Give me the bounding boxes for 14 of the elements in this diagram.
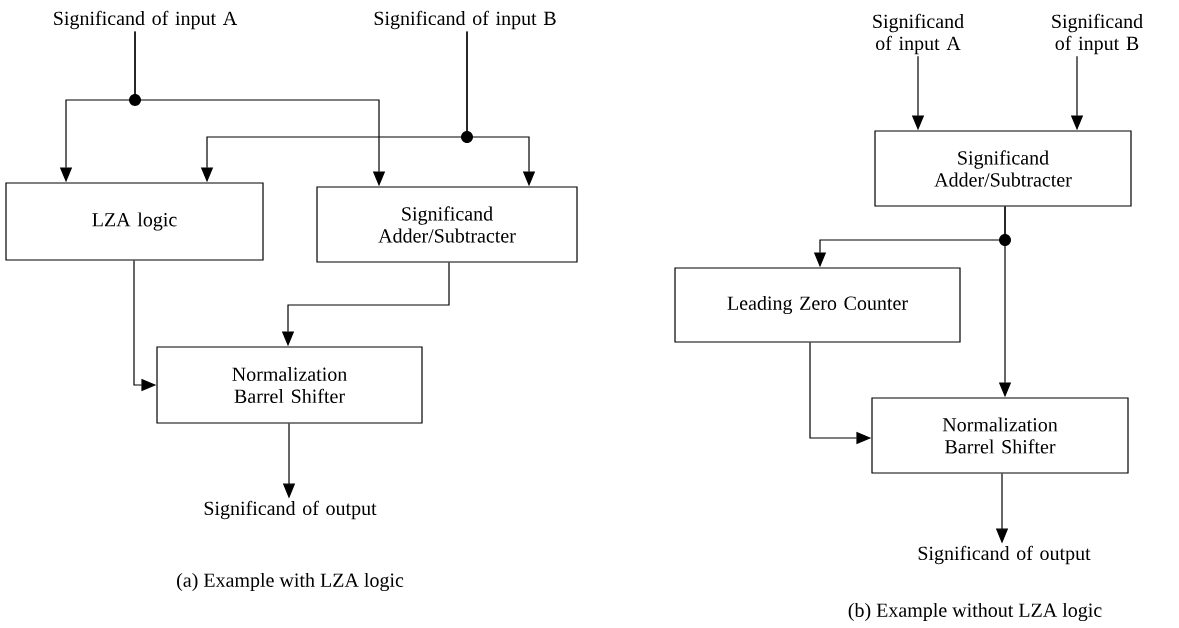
subfigure-caption: (b) Example without LZA logic <box>848 602 1102 622</box>
signal-label: Significand of output <box>204 500 377 520</box>
signal-label: Significand of input A <box>54 10 238 30</box>
block-box: Leading Zero Counter <box>674 267 961 343</box>
block-box: Significand Adder/Subtracter <box>874 130 1132 207</box>
subfigure-caption: (a) Example with LZA logic <box>177 572 404 592</box>
signal-label: Significand of input B <box>1052 13 1143 55</box>
block-box: Normalization Barrel Shifter <box>156 346 423 424</box>
block-box: Significand Adder/Subtracter <box>316 186 578 263</box>
signal-label: Significand of output <box>918 545 1091 565</box>
signal-label: Significand of input A <box>873 13 964 55</box>
signal-label: Significand of input B <box>374 10 556 30</box>
block-box: Normalization Barrel Shifter <box>871 397 1129 474</box>
block-box: LZA logic <box>5 182 264 261</box>
